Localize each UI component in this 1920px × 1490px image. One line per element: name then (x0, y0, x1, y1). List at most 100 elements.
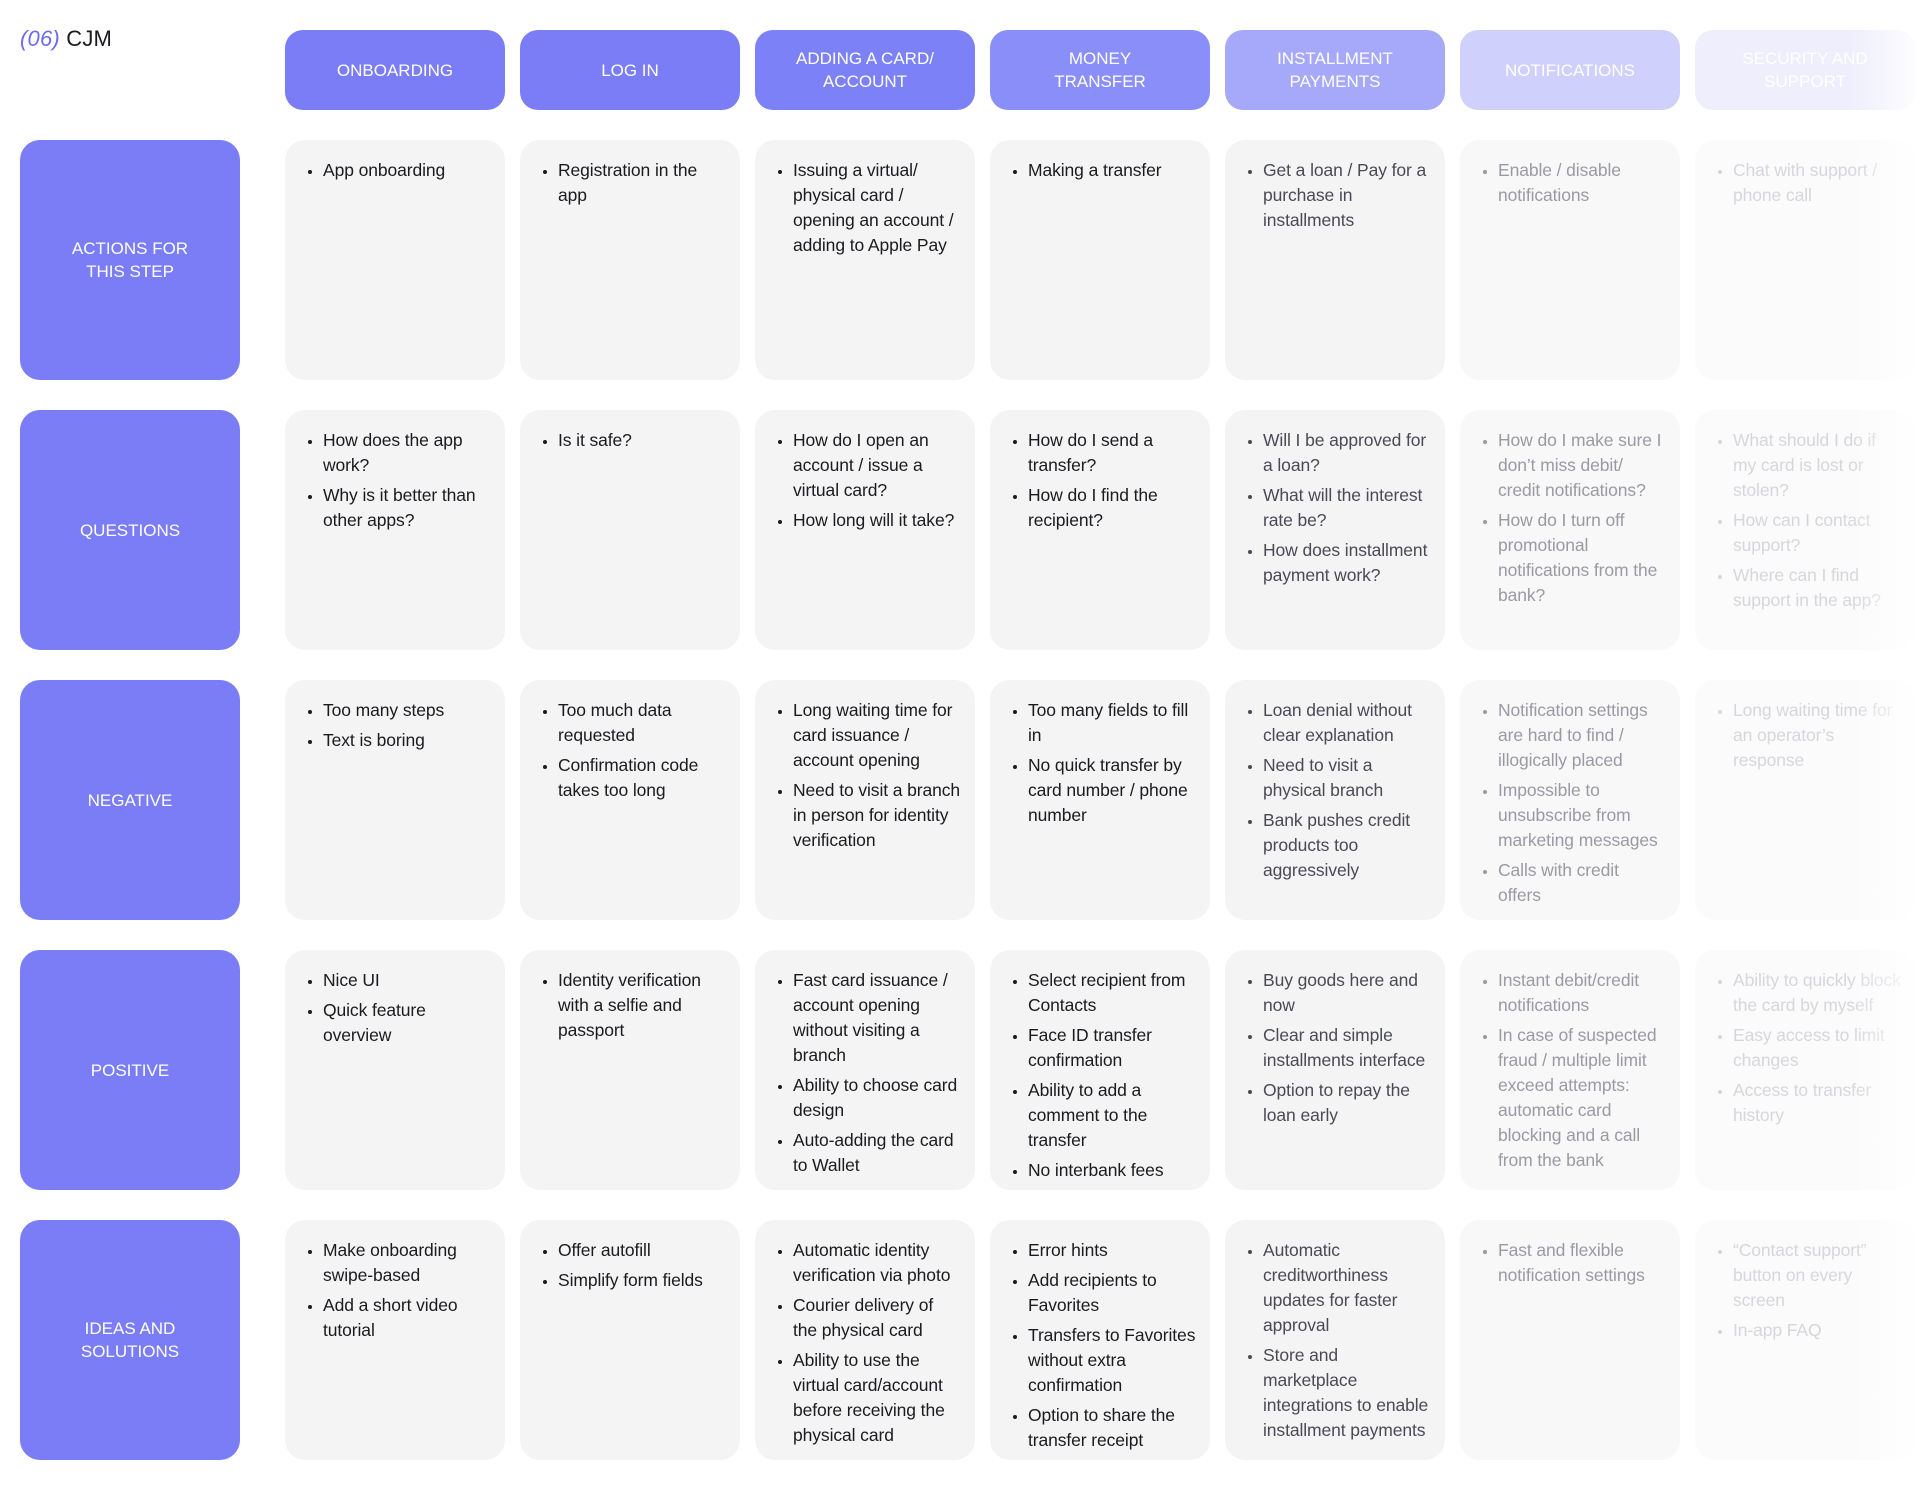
cell-item: Chat with support / phone call (1733, 158, 1901, 208)
cell-r4-c2: Automatic identity verification via phot… (755, 1220, 975, 1460)
cell-r1-c2: How do I open an account / issue a virtu… (755, 410, 975, 650)
cell-item: Why is it better than other apps? (323, 483, 491, 533)
cell-item: Too many fields to fill in (1028, 698, 1196, 748)
cell-item: Option to repay the loan early (1263, 1078, 1431, 1128)
cell-r0-c4: Get a loan / Pay for a purchase in insta… (1225, 140, 1445, 380)
cell-item: Instant debit/credit notifications (1498, 968, 1666, 1018)
column-header-5: NOTIFICATIONS (1460, 30, 1680, 110)
cell-list: Identity verification with a selfie and … (530, 968, 726, 1043)
cell-item: Issuing a virtual/ physical card / openi… (793, 158, 961, 258)
cell-item: No quick transfer by card number / phone… (1028, 753, 1196, 828)
cell-item: Notification settings are hard to find /… (1498, 698, 1666, 773)
cell-r0-c0: App onboarding (285, 140, 505, 380)
column-header-2: ADDING A CARD/ ACCOUNT (755, 30, 975, 110)
cell-item: Quick feature overview (323, 998, 491, 1048)
cell-r3-c0: Nice UI Quick feature overview (285, 950, 505, 1190)
cell-item: How do I send a transfer? (1028, 428, 1196, 478)
column-header-6: SECURITY AND SUPPORT (1695, 30, 1915, 110)
cell-item: Fast card issuance / account opening wit… (793, 968, 961, 1068)
cell-item: Impossible to unsubscribe from marketing… (1498, 778, 1666, 853)
cell-item: Text is boring (323, 728, 491, 753)
cell-list: Offer autofillSimplify form fields (530, 1238, 726, 1293)
page-title: (06) CJM (20, 26, 112, 52)
cell-item: Will I be approved for a loan? (1263, 428, 1431, 478)
cell-list: Buy goods here and nowClear and simple i… (1235, 968, 1431, 1128)
cell-r2-c6: Long waiting time for an operator’s resp… (1695, 680, 1915, 920)
cell-item: How does the app work? (323, 428, 491, 478)
column-header-1: LOG IN (520, 30, 740, 110)
cell-list: Instant debit/credit notificationsIn cas… (1470, 968, 1666, 1173)
cell-item: Ability to use the virtual card/account … (793, 1348, 961, 1448)
cell-item: Is it safe? (558, 428, 726, 453)
cell-list: Registration in the app (530, 158, 726, 208)
cell-list: How do I send a transfer?How do I find t… (1000, 428, 1196, 533)
cell-list: Long waiting time for an operator’s resp… (1705, 698, 1901, 773)
cell-item: How can I contact support? (1733, 508, 1901, 558)
cell-r4-c3: Error hintsAdd recipients to FavoritesTr… (990, 1220, 1210, 1460)
cell-item: Loan denial without clear explanation (1263, 698, 1431, 748)
cell-r1-c5: How do I make sure I don’t miss debit/ c… (1460, 410, 1680, 650)
cell-item: Registration in the app (558, 158, 726, 208)
page-heading: CJM (66, 26, 113, 51)
cell-list: Too many fields to fill inNo quick trans… (1000, 698, 1196, 828)
cell-list: Is it safe? (530, 428, 726, 453)
cell-item: Select recipient from Contacts (1028, 968, 1196, 1018)
cell-item: Need to visit a physical branch (1263, 753, 1431, 803)
cell-item: Clear and simple installments interface (1263, 1023, 1431, 1073)
cell-list: Notification settings are hard to find /… (1470, 698, 1666, 908)
cell-item: Too many steps (323, 698, 491, 723)
row-header-0: ACTIONS FOR THIS STEP (20, 140, 240, 380)
cell-r1-c1: Is it safe? (520, 410, 740, 650)
cell-list: Enable / disable notifications (1470, 158, 1666, 208)
cell-list: How does the app work?Why is it better t… (295, 428, 491, 533)
cell-list: Fast card issuance / account opening wit… (765, 968, 961, 1178)
cell-item: Nice UI (323, 968, 491, 993)
cell-list: Automatic creditworthiness updates for f… (1235, 1238, 1431, 1443)
cell-item: Bank pushes credit products too aggressi… (1263, 808, 1431, 883)
cell-r1-c6: What should I do if my card is lost or s… (1695, 410, 1915, 650)
cell-item: Too much data requested (558, 698, 726, 748)
cell-list: “Contact support” button on every screen… (1705, 1238, 1901, 1343)
row-header-1: QUESTIONS (20, 410, 240, 650)
cell-item: Courier delivery of the physical card (793, 1293, 961, 1343)
cell-r0-c2: Issuing a virtual/ physical card / openi… (755, 140, 975, 380)
cell-r1-c3: How do I send a transfer?How do I find t… (990, 410, 1210, 650)
cell-r4-c5: Fast and flexible notification settings (1460, 1220, 1680, 1460)
cell-r1-c0: How does the app work?Why is it better t… (285, 410, 505, 650)
cell-r2-c0: Too many stepsText is boring (285, 680, 505, 920)
cell-item: Make onboarding swipe-based (323, 1238, 491, 1288)
cell-item: App onboarding (323, 158, 491, 183)
cell-r2-c3: Too many fields to fill inNo quick trans… (990, 680, 1210, 920)
cell-list: Loan denial without clear explanationNee… (1235, 698, 1431, 883)
cell-item: What will the interest rate be? (1263, 483, 1431, 533)
cell-item: What should I do if my card is lost or s… (1733, 428, 1901, 503)
cell-list: Chat with support / phone call (1705, 158, 1901, 208)
cell-list: Too many stepsText is boring (295, 698, 491, 753)
cell-item: Add recipients to Favorites (1028, 1268, 1196, 1318)
cell-r4-c4: Automatic creditworthiness updates for f… (1225, 1220, 1445, 1460)
cell-item: Need to visit a branch in person for ide… (793, 778, 961, 853)
cell-list: Too much data requestedConfirmation code… (530, 698, 726, 803)
cell-item: “Contact support” button on every screen (1733, 1238, 1901, 1313)
cell-item: Automatic identity verification via phot… (793, 1238, 961, 1288)
cell-item: Making a transfer (1028, 158, 1196, 183)
cell-item: In case of suspected fraud / multiple li… (1498, 1023, 1666, 1173)
cell-item: Transfers to Favorites without extra con… (1028, 1323, 1196, 1398)
cell-r2-c2: Long waiting time for card issuance / ac… (755, 680, 975, 920)
cell-list: How do I open an account / issue a virtu… (765, 428, 961, 533)
cell-r1-c4: Will I be approved for a loan?What will … (1225, 410, 1445, 650)
cell-item: Fast and flexible notification settings (1498, 1238, 1666, 1288)
cell-item: How do I turn off promotional notificati… (1498, 508, 1666, 608)
cell-item: Enable / disable notifications (1498, 158, 1666, 208)
cell-item: No interbank fees (1028, 1158, 1196, 1183)
cell-item: Face ID transfer confirmation (1028, 1023, 1196, 1073)
cell-r0-c1: Registration in the app (520, 140, 740, 380)
row-header-4: IDEAS AND SOLUTIONS (20, 1220, 240, 1460)
cell-r3-c5: Instant debit/credit notificationsIn cas… (1460, 950, 1680, 1190)
cell-list: Select recipient from ContactsFace ID tr… (1000, 968, 1196, 1183)
column-header-3: MONEY TRANSFER (990, 30, 1210, 110)
cell-item: Simplify form fields (558, 1268, 726, 1293)
cell-r2-c5: Notification settings are hard to find /… (1460, 680, 1680, 920)
cell-item: Identity verification with a selfie and … (558, 968, 726, 1043)
cell-item: Option to share the transfer receipt (1028, 1403, 1196, 1453)
